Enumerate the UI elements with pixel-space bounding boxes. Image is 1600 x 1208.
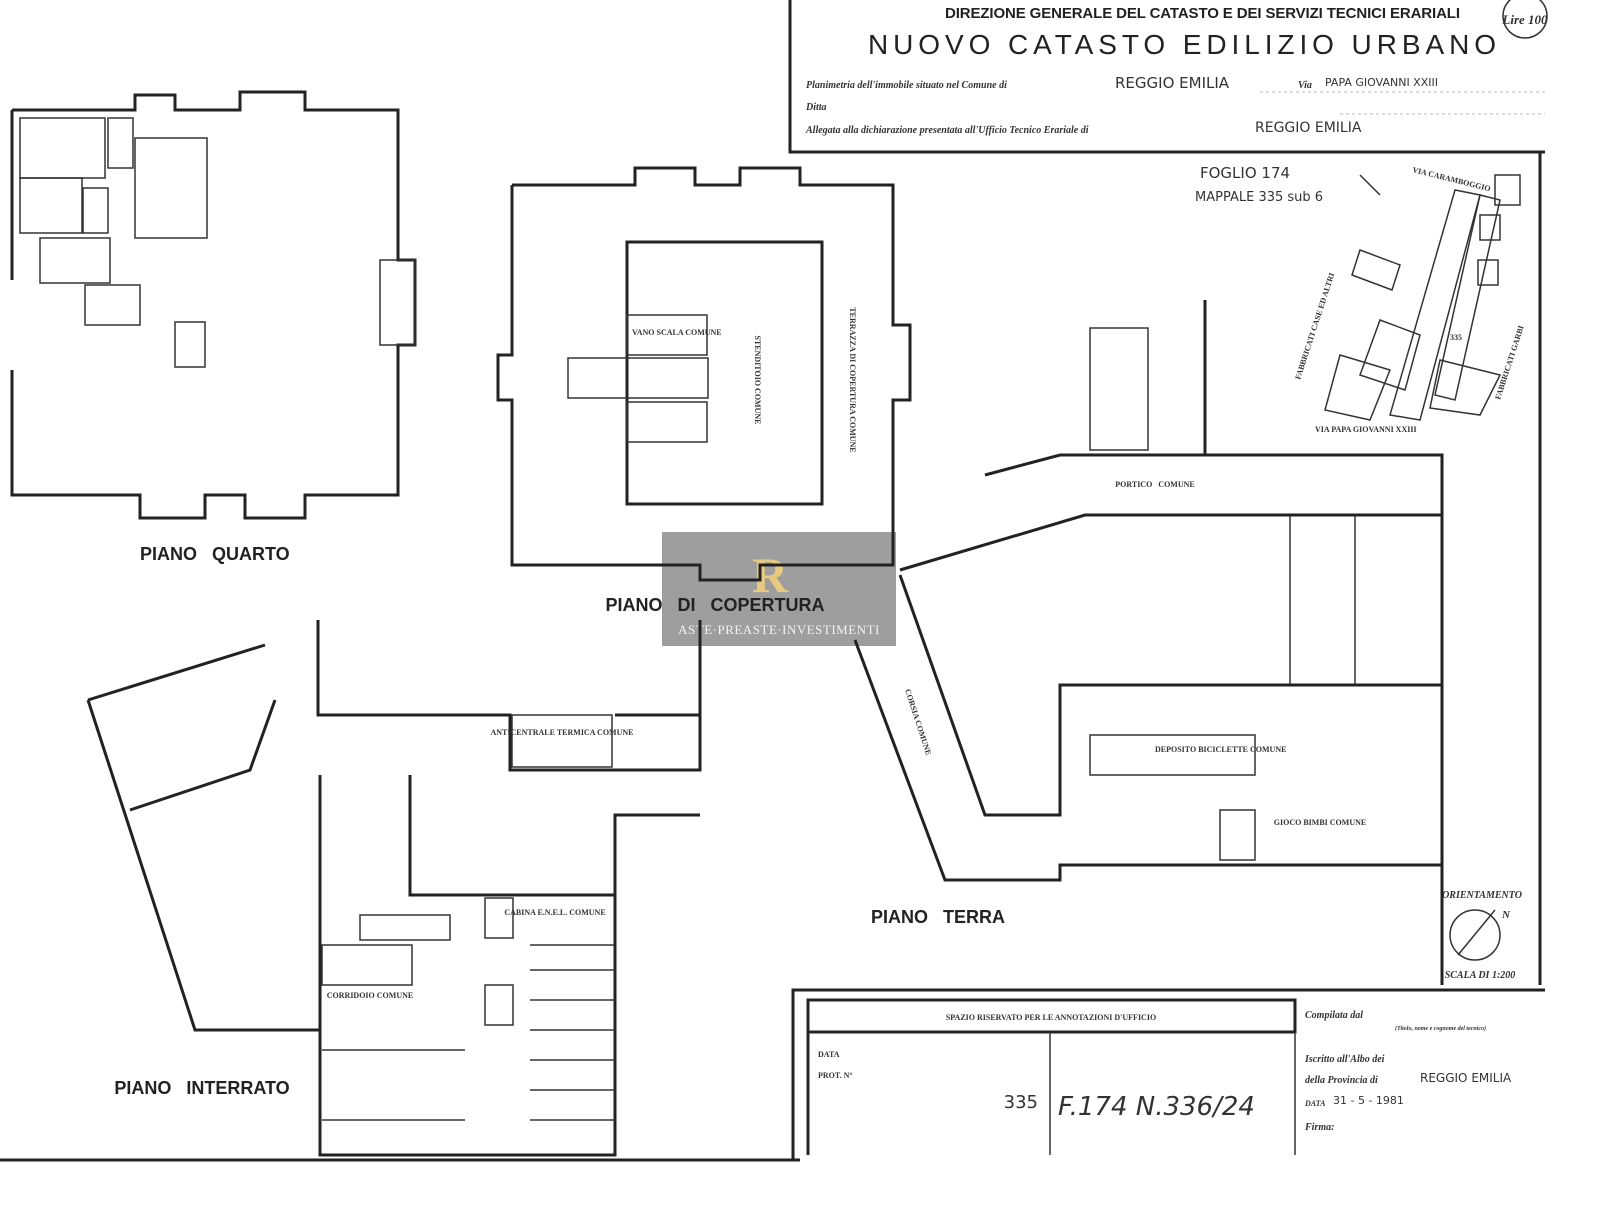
mappale-text: MAPPALE 335 sub 6: [1195, 190, 1323, 205]
provincia-value: REGGIO EMILIA: [1420, 1071, 1512, 1085]
label-terrazza: TERRAZZA DI COPERTURA COMUNE: [848, 307, 857, 452]
label-deposito: DEPOSITO BICICLETTE COMUNE: [1155, 745, 1286, 754]
parcel-number: 335: [1450, 333, 1462, 342]
revenue-stamp: [1502, 0, 1548, 39]
planimetria-label: Planimetria dell'immobile situato nel Co…: [806, 80, 1007, 91]
iscritto-label: Iscritto all'Albo dei: [1304, 1054, 1385, 1065]
document-title: NUOVO CATASTO EDILIZIO URBANO: [868, 29, 1496, 60]
annotation-handwritten: F.174 N.336/24: [1058, 1092, 1255, 1122]
office-annotations-box: SPAZIO RISERVATO PER LE ANNOTAZIONI D'UF…: [806, 998, 1512, 1155]
label-portico: PORTICO COMUNE: [1115, 480, 1195, 489]
street-top: VIA CARAMBOGGIO: [1412, 165, 1492, 193]
left-buildings-label: FABBRICATI CASE ED ALTRI: [1293, 272, 1336, 381]
label-centrale-termica: ANTICENTRALE TERMICA COMUNE: [491, 728, 634, 737]
compilata-hint: (Titolo, nome e cognome del tecnico): [1395, 1025, 1486, 1032]
office-box-title: SPAZIO RISERVATO PER LE ANNOTAZIONI D'UF…: [946, 1013, 1156, 1022]
label-corsia: CORSIA COMUNE: [903, 688, 933, 757]
ditta-label: Ditta: [805, 102, 827, 113]
compilata-label: Compilata dal: [1305, 1010, 1363, 1021]
via-label: Via: [1298, 80, 1312, 91]
orientation-block: ORIENTAMENTO N SCALA DI 1:200: [1442, 890, 1522, 981]
label-corridoio: CORRIDOIO COMUNE: [327, 991, 413, 1000]
right-buildings-label: FABBRICATI GARBI: [1493, 324, 1525, 400]
label-cabina-enel: CABINA E.N.E.L. COMUNE: [504, 908, 605, 917]
ufficio-value: REGGIO EMILIA: [1255, 120, 1362, 136]
watermark-logo: R: [752, 547, 789, 603]
label-vano-scala: VANO SCALA COMUNE: [632, 328, 722, 337]
north-label: N: [1501, 909, 1511, 921]
label-piano-interrato: PIANO INTERRATO: [114, 1078, 289, 1098]
compass-icon: [1449, 909, 1501, 961]
label-piano-copertura: PIANO DI COPERTURA: [605, 595, 824, 615]
piano-quarto-plan: PIANO QUARTO: [10, 90, 417, 564]
label-gioco-bimbi: GIOCO BIMBI COMUNE: [1274, 818, 1366, 827]
via-value: PAPA GIOVANNI XXIII: [1325, 76, 1438, 89]
agency-name: DIREZIONE GENERALE DEL CATASTO E DEI SER…: [945, 5, 1460, 22]
comune-value: REGGIO EMILIA: [1115, 74, 1230, 92]
piano-copertura-plan: STENDITOIO COMUNE TERRAZZA DI COPERTURA …: [496, 166, 912, 615]
date-label: DATA: [1304, 1099, 1326, 1108]
label-piano-terra: PIANO TERRA: [871, 907, 1005, 927]
orientation-label: ORIENTAMENTO: [1442, 890, 1522, 901]
provincia-label: della Provincia di: [1305, 1075, 1378, 1086]
street-bottom: VIA PAPA GIOVANNI XXIII: [1315, 425, 1417, 434]
label-stenditoio: STENDITOIO COMUNE: [753, 336, 762, 425]
prot-value: 335: [1004, 1092, 1038, 1113]
date-value: 31 - 5 - 1981: [1333, 1094, 1404, 1107]
prot-label: PROT. N°: [818, 1071, 853, 1080]
allegata-label: Allegata alla dichiarazione presentata a…: [805, 125, 1089, 136]
piano-interrato-plan: ANTICENTRALE TERMICA COMUNE CABINA E.N.E…: [86, 620, 702, 1157]
scale-label: SCALA DI 1:200: [1445, 970, 1516, 981]
label-piano-quarto: PIANO QUARTO: [140, 544, 290, 564]
header-block: Lire 100 DIREZIONE GENERALE DEL CATASTO …: [788, 0, 1548, 154]
data-label: DATA: [818, 1050, 840, 1059]
stamp-text: Lire 100: [1501, 12, 1548, 27]
watermark-text: ASTE·PREASTE·INVESTIMENTI: [678, 622, 880, 637]
piano-terra-plan: PORTICO COMUNE DEPOSITO BICICLETTE COMUN…: [853, 300, 1444, 985]
firma-label: Firma:: [1304, 1122, 1334, 1133]
foglio-text: FOGLIO 174: [1200, 164, 1290, 182]
north-arrow-icon: [1359, 174, 1381, 196]
